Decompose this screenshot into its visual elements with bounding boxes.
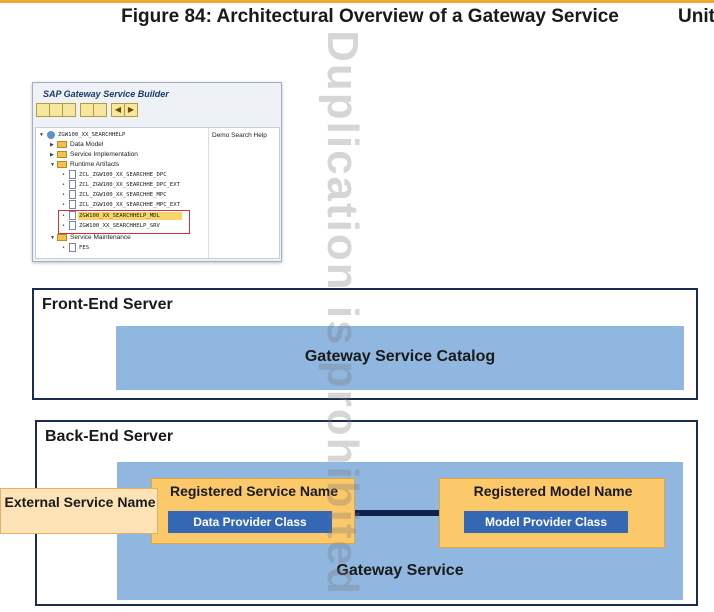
new-icon[interactable] [36, 103, 50, 117]
gateway-service-label: Gateway Service [336, 562, 464, 579]
watermark-text: Duplication is prohibited [318, 30, 367, 596]
folder-icon [57, 140, 67, 148]
collapse-triangle-icon: ▶ [50, 142, 54, 148]
registered-model-name-box: Registered Model Name Model Provider Cla… [439, 478, 665, 548]
expand-triangle-icon: ▼ [50, 162, 55, 168]
document-icon [69, 190, 76, 199]
model-provider-class-box: Model Provider Class [464, 511, 628, 533]
edit-icon[interactable] [62, 103, 76, 117]
model-provider-class-label: Model Provider Class [484, 515, 608, 529]
selected-row-highlight [78, 212, 182, 220]
folder-icon [57, 150, 67, 158]
document-icon [69, 211, 76, 220]
document-icon [69, 243, 76, 252]
expand-triangle-icon: ▼ [40, 132, 44, 138]
document-icon [69, 180, 76, 189]
front-end-server-label: Front-End Server [42, 296, 173, 313]
collapse-triangle-icon: ▶ [50, 152, 54, 158]
folder-icon [57, 160, 67, 168]
tree-node-artifact-mdl[interactable]: •ZGW100_XX_SEARCHHELP_MDL [62, 211, 160, 220]
tree-node-service-implementation[interactable]: ▶Service Implementation [50, 150, 138, 158]
external-service-name-box: External Service Name [0, 488, 158, 534]
tree-node-runtime-artifacts[interactable]: ▼Runtime Artifacts [50, 160, 120, 168]
tree-node-artifact-dpc-ext[interactable]: •ZCL_ZGW100_XX_SEARCHHE_DPC_EXT [62, 180, 181, 189]
red-highlight-box [58, 210, 190, 234]
project-tree: Demo Search Help ▼ZGW100_XX_SEARCHHELP ▶… [35, 127, 280, 259]
data-provider-class-box: Data Provider Class [168, 511, 332, 533]
sap-window-title: SAP Gateway Service Builder [43, 89, 169, 99]
service-model-connector [355, 510, 439, 516]
arrow-left-icon[interactable]: ◀ [111, 103, 125, 117]
tree-node-service-maintenance[interactable]: ▼Service Maintenance [50, 233, 131, 241]
check-icon[interactable] [80, 103, 94, 117]
tree-node-artifact-mpc-ext[interactable]: •ZCL_ZGW100_XX_SEARCHHE_MPC_EXT [62, 200, 181, 209]
sap-service-builder-screenshot: SAP Gateway Service Builder ◀ ▶ Demo Sea… [32, 82, 282, 262]
data-provider-class-label: Data Provider Class [193, 515, 307, 529]
watermark: Duplication is prohibited [318, 18, 367, 608]
header-accent-line [0, 0, 714, 3]
project-description: Demo Search Help [212, 132, 267, 139]
folder-icon [57, 233, 67, 241]
service-project-icon [47, 130, 55, 139]
tree-node-system-fes[interactable]: •FES [62, 243, 90, 252]
expand-triangle-icon: ▼ [50, 235, 55, 241]
gateway-service-catalog-label: Gateway Service Catalog [304, 348, 496, 365]
gateway-service-box: Registered Service Name Data Provider Cl… [117, 462, 683, 600]
tree-column-divider [208, 128, 209, 258]
document-icon [69, 170, 76, 179]
unit-label: Unit [678, 6, 714, 27]
document-icon [69, 200, 76, 209]
tree-node-project[interactable]: ▼ZGW100_XX_SEARCHHELP [40, 130, 126, 139]
registered-service-name-label: Registered Service Name [169, 483, 339, 499]
back-end-server-label: Back-End Server [45, 428, 174, 445]
external-service-name-label: External Service Name [4, 494, 156, 510]
arrow-right-icon[interactable]: ▶ [124, 103, 138, 117]
registered-model-name-label: Registered Model Name [473, 483, 633, 499]
generate-icon[interactable] [93, 103, 107, 117]
figure-title: Figure 84: Architectural Overview of a G… [121, 6, 619, 27]
tree-node-artifact-srv[interactable]: •ZGW100_XX_SEARCHHELP_SRV [62, 221, 160, 230]
tree-node-data-model[interactable]: ▶Data Model [50, 140, 104, 148]
gateway-service-catalog-box: Gateway Service Catalog [116, 326, 684, 390]
open-folder-icon[interactable] [49, 103, 63, 117]
document-icon [69, 221, 76, 230]
tree-node-artifact-dpc[interactable]: •ZCL_ZGW100_XX_SEARCHHE_DPC [62, 170, 167, 179]
front-end-server-box: Front-End Server Gateway Service Catalog [32, 288, 698, 400]
sap-toolbar: ◀ ▶ [36, 103, 276, 117]
tree-node-artifact-mpc[interactable]: •ZCL_ZGW100_XX_SEARCHHE_MPC [62, 190, 167, 199]
